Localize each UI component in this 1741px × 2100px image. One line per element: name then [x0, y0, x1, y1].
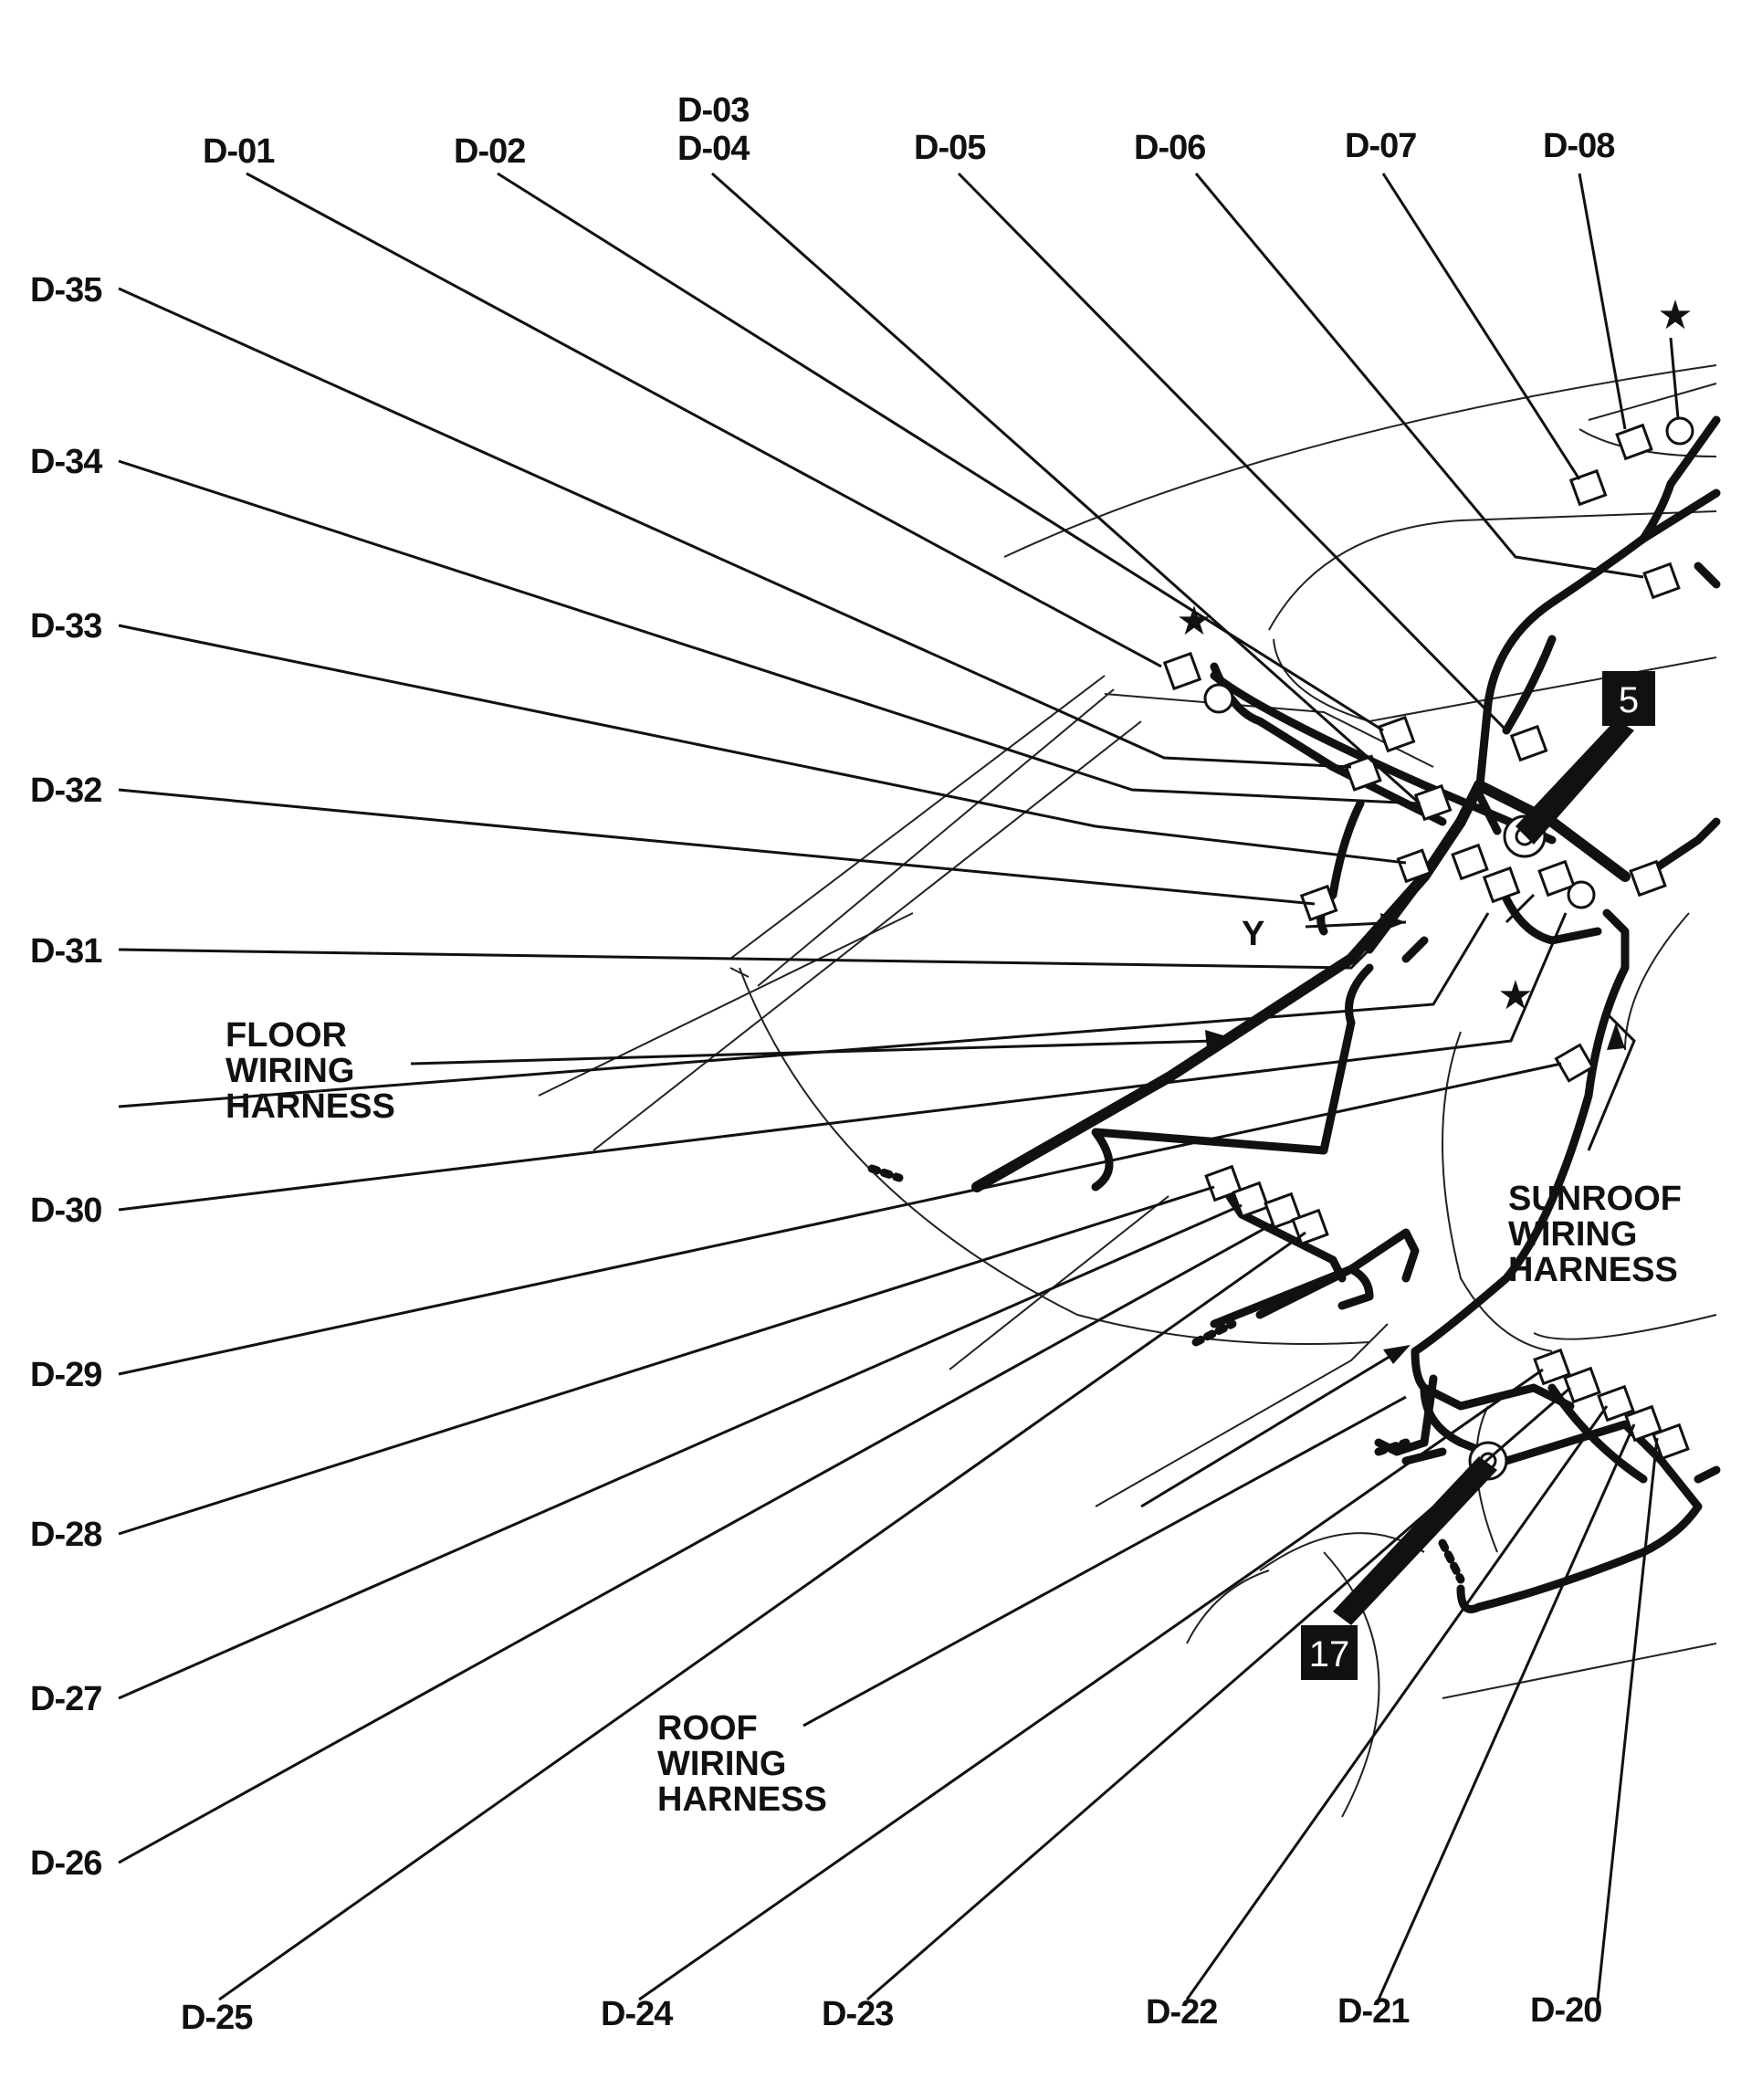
label-d29: D-29: [30, 1356, 101, 1394]
label-d07: D-07: [1345, 127, 1416, 165]
label-d20: D-20: [1530, 1991, 1601, 2030]
ground-5-box: 5: [1602, 671, 1655, 726]
label-d01: D-01: [203, 132, 275, 171]
label-d06: D-06: [1134, 129, 1205, 167]
svg-text:HARNESS: HARNESS: [1508, 1251, 1678, 1289]
svg-text:SUNROOF: SUNROOF: [1508, 1180, 1682, 1218]
y-marker: Y: [1242, 915, 1264, 953]
label-d34: D-34: [30, 443, 102, 481]
svg-text:WIRING: WIRING: [225, 1052, 354, 1090]
svg-text:WIRING: WIRING: [657, 1745, 786, 1783]
label-d04: D-04: [677, 130, 750, 168]
label-d27: D-27: [30, 1680, 101, 1718]
roof-harness-caption: ROOF WIRING HARNESS: [657, 1709, 827, 1819]
sunroof-harness-caption: SUNROOF WIRING HARNESS: [1508, 1180, 1682, 1289]
label-d25: D-25: [181, 1999, 253, 2037]
label-d28: D-28: [30, 1516, 101, 1554]
ground-points: [1203, 416, 1694, 1481]
svg-text:ROOF: ROOF: [657, 1709, 758, 1748]
star-icon: ★: [1497, 972, 1533, 1019]
label-d21: D-21: [1337, 1992, 1410, 2031]
vehicle-body-outline: [538, 364, 1717, 1818]
label-d22: D-22: [1146, 1993, 1217, 2032]
leader-lines: [118, 172, 1680, 2001]
wire-tails: [867, 1164, 1465, 1584]
label-d32: D-32: [30, 772, 101, 810]
label-d05: D-05: [914, 129, 986, 167]
label-d26: D-26: [30, 1844, 101, 1883]
connector-boxes: [1162, 423, 1690, 1461]
ground-17-label: 17: [1309, 1634, 1350, 1675]
label-d31: D-31: [30, 932, 102, 971]
floor-harness-caption: FLOOR WIRING HARNESS: [225, 1016, 395, 1126]
label-d24: D-24: [601, 1995, 673, 2033]
label-d23: D-23: [822, 1995, 893, 2033]
label-d08: D-08: [1543, 127, 1614, 165]
label-d33: D-33: [30, 607, 101, 646]
harness-wires: [971, 415, 1721, 1613]
svg-text:HARNESS: HARNESS: [657, 1780, 827, 1819]
ground-17-box: 17: [1301, 1625, 1358, 1680]
svg-text:FLOOR: FLOOR: [225, 1016, 347, 1055]
arrow-heads: [1205, 913, 1625, 1364]
star-icon: ★: [1176, 598, 1211, 645]
star-icon: ★: [1657, 292, 1693, 339]
ground-wedges: [1333, 719, 1634, 1625]
label-d35: D-35: [30, 271, 102, 310]
svg-text:HARNESS: HARNESS: [225, 1087, 395, 1126]
label-d03: D-03: [677, 91, 749, 130]
ground-5-label: 5: [1619, 680, 1639, 720]
label-d02: D-02: [454, 132, 525, 171]
floor-wiring-harness: [971, 780, 1484, 1192]
label-d30: D-30: [30, 1192, 101, 1230]
svg-text:WIRING: WIRING: [1508, 1215, 1637, 1254]
